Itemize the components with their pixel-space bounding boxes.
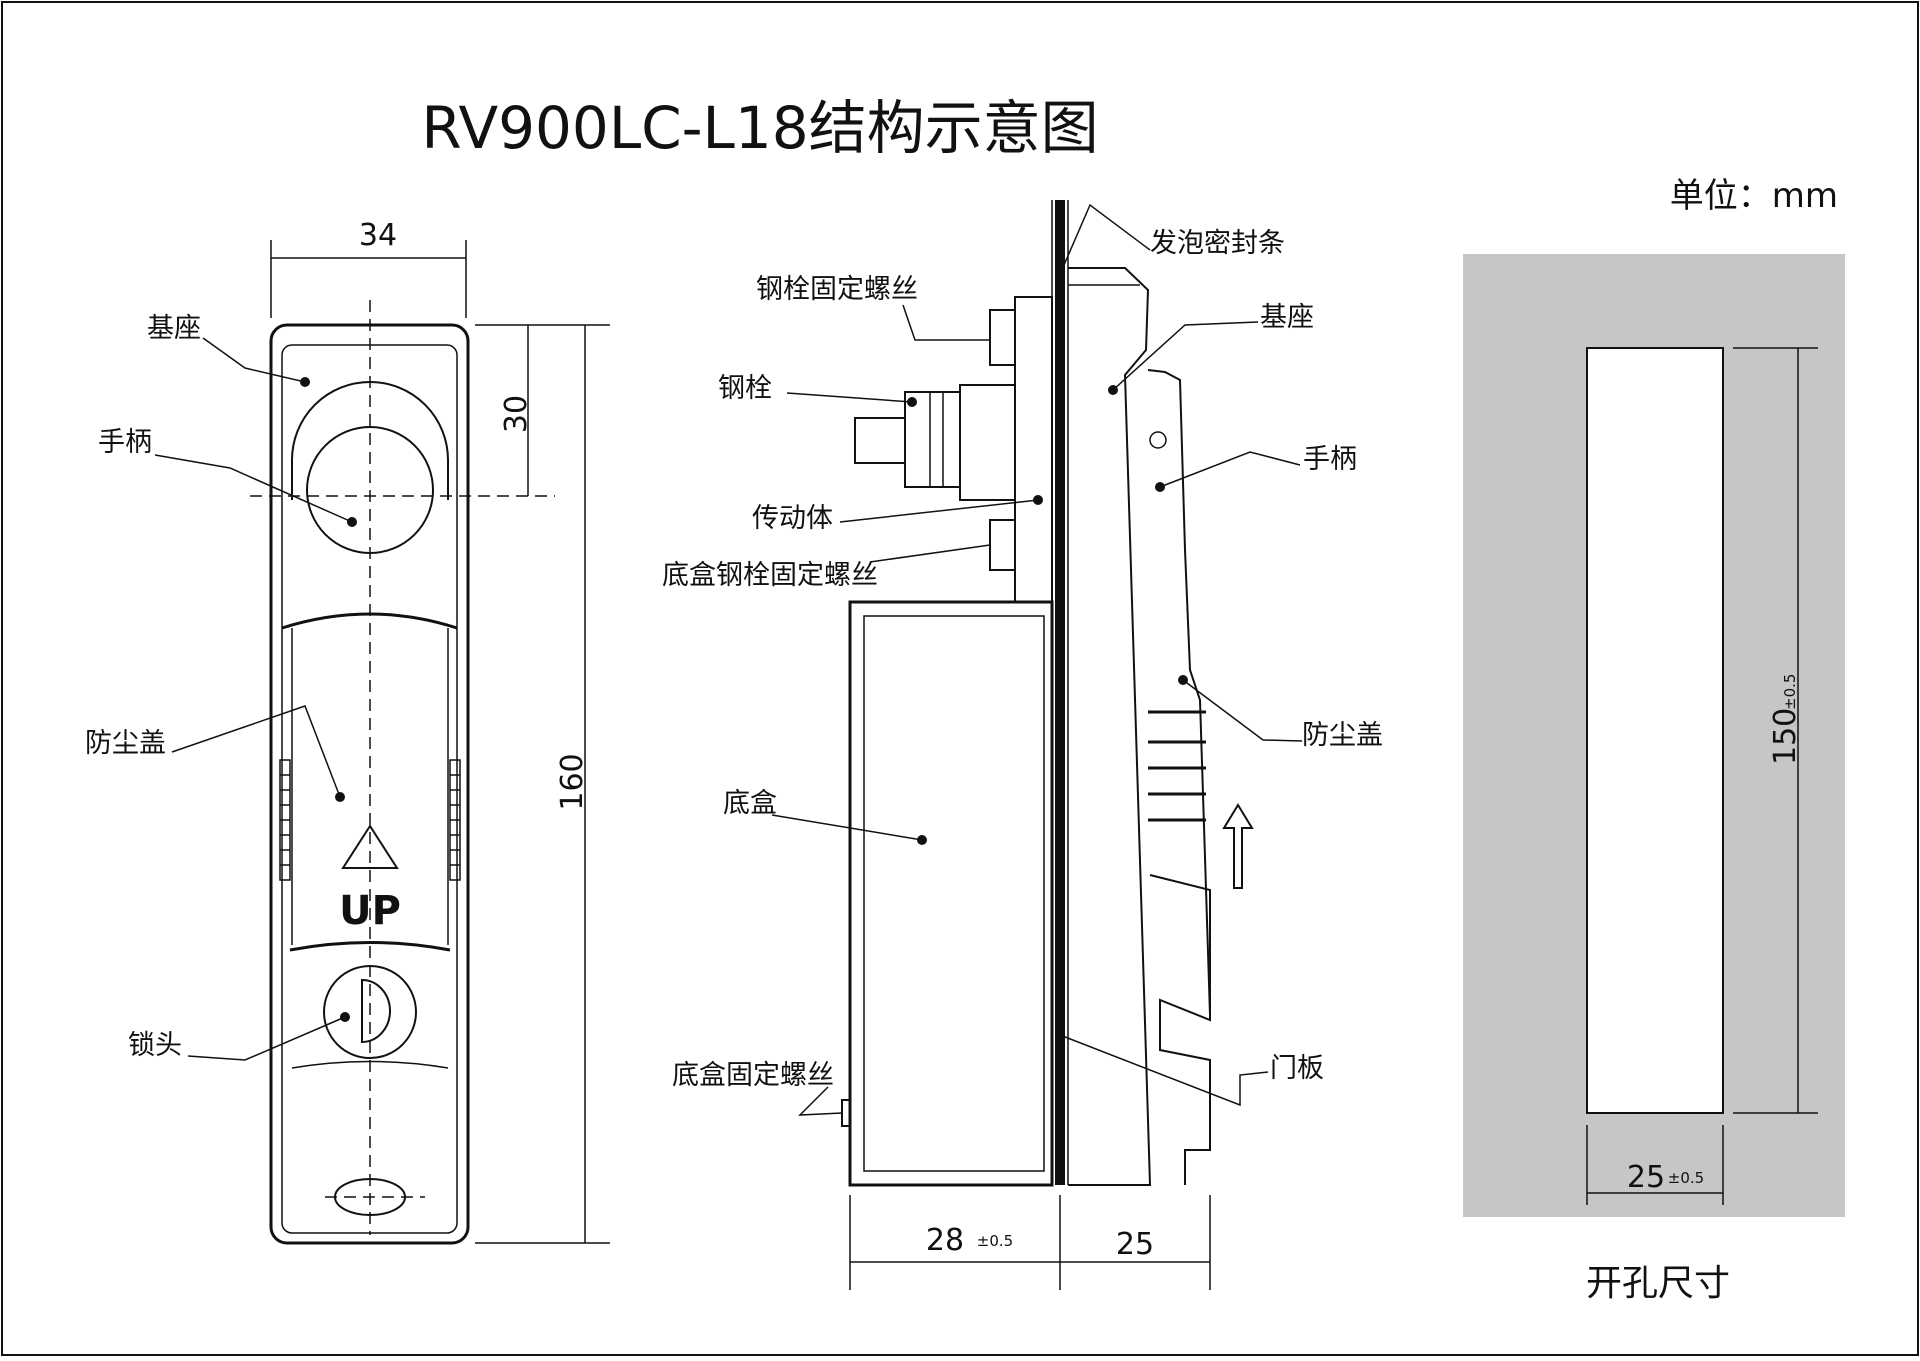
steel-bolt-housing [959, 384, 1016, 501]
dust-cover-bottom [289, 941, 451, 952]
dim-cutout-width: 25 [1627, 1160, 1665, 1195]
dim-handle-offset: 30 [499, 395, 534, 433]
cutout-view: 150 ±0.5 25 ±0.5 开孔尺寸 [1463, 254, 1845, 1304]
dim-height: 160 [555, 753, 590, 810]
side-handle-outline [1147, 369, 1211, 1016]
lock-circle [323, 965, 417, 1059]
steel-bolt-tip [854, 417, 906, 464]
leader-steel-bolt [786, 392, 913, 403]
dim-cutout-height: 150 [1768, 708, 1803, 765]
side-view: 28 ±0.5 25 发泡密封条 钢栓固定螺丝 基座 钢栓 手柄 传动体 底盒钢… [662, 200, 1383, 1290]
front-view: 34 30 160 [85, 218, 610, 1245]
lock-band [291, 1060, 449, 1069]
dust-cover-top [281, 612, 458, 630]
leader-door-panel [1059, 1034, 1269, 1107]
unit-label: 单位：mm [1670, 176, 1838, 216]
cutout-hole [1586, 347, 1724, 1114]
up-triangle-icon [341, 824, 399, 869]
leader-bottom-box [771, 814, 923, 841]
label-foam-seal: 发泡密封条 [1150, 228, 1285, 259]
label-front-handle: 手柄 [98, 427, 152, 458]
label-steel-bolt: 钢栓 [718, 373, 772, 404]
label-front-base: 基座 [147, 313, 201, 344]
leader-handle [154, 454, 353, 523]
leader-bolt-screw [902, 304, 990, 341]
leader-dust-cover [171, 705, 341, 798]
bottom-box-inner [863, 615, 1045, 1172]
leader-transmission [839, 499, 1039, 523]
leader-side-base [1112, 321, 1259, 391]
dim-cutout-height-tol: ±0.5 [1781, 674, 1799, 710]
leader-base [202, 337, 306, 383]
label-box-bolt-screw: 底盒钢栓固定螺丝 [662, 560, 878, 591]
label-transmission: 传动体 [752, 503, 833, 534]
label-door-panel: 门板 [1270, 1053, 1324, 1084]
leader-box-screw [798, 1086, 843, 1116]
label-side-handle: 手柄 [1303, 444, 1357, 475]
label-front-dust-cover: 防尘盖 [85, 728, 166, 759]
label-side-dust-cover: 防尘盖 [1302, 720, 1383, 751]
dim-front: 25 [1116, 1227, 1154, 1262]
side-dust-cover-slats [1148, 710, 1206, 822]
bolt-screw-head [989, 309, 1016, 366]
cutout-caption: 开孔尺寸 [1586, 1263, 1730, 1304]
leader-lock [187, 1016, 346, 1061]
label-bolt-screw: 钢栓固定螺丝 [756, 274, 918, 305]
leader-foam-seal [1063, 203, 1151, 266]
bottom-box-outline [848, 600, 1054, 1187]
side-handle-pivot [1149, 431, 1167, 449]
leader-box-bolt-screw [869, 544, 991, 563]
dim-width: 34 [359, 218, 397, 253]
lock-key-icon [361, 978, 391, 1044]
dim-depth: 28 [926, 1223, 964, 1258]
diagram-title: RV900LC-L18结构示意图 [421, 94, 1098, 162]
label-box-screw: 底盒固定螺丝 [672, 1060, 834, 1091]
label-side-base: 基座 [1260, 302, 1314, 333]
up-mark: UP [339, 888, 401, 934]
leader-side-handle [1159, 451, 1301, 488]
dim-depth-tol: ±0.5 [977, 1232, 1013, 1250]
grip-ridges-right [449, 759, 461, 881]
side-base-outline [1068, 267, 1152, 1186]
transmission-block [1014, 296, 1053, 603]
leader-side-dust-cover [1182, 679, 1303, 742]
box-bolt-screw-head [989, 519, 1016, 571]
dim-cutout-width-tol: ±0.5 [1668, 1169, 1704, 1187]
grip-ridges-left [279, 759, 291, 881]
label-bottom-box: 底盒 [723, 788, 777, 819]
up-arrow-icon [1222, 803, 1254, 889]
label-front-lock: 锁头 [128, 1030, 182, 1061]
side-lower-profile [1149, 874, 1211, 1185]
